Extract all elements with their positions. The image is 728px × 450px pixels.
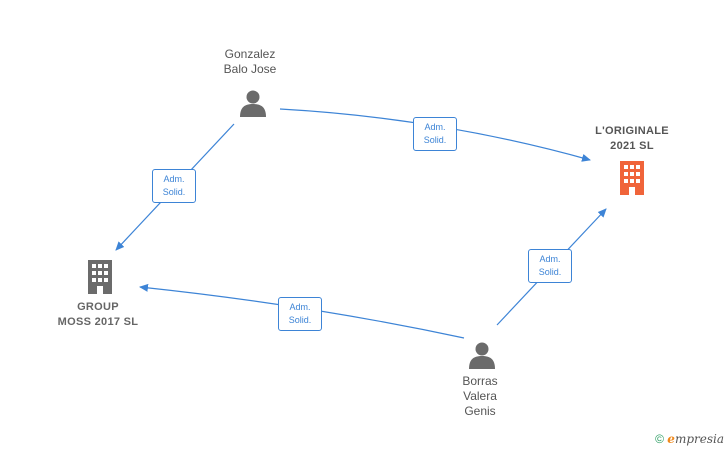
person-icon[interactable] — [238, 88, 268, 118]
brand-logo-text: mpresia — [674, 432, 724, 446]
person-name-gonzalez[interactable]: Gonzalez Balo Jose — [223, 47, 277, 76]
building-icon[interactable] — [618, 161, 646, 195]
brand-watermark: © empresia — [655, 432, 724, 446]
company-name-originale[interactable]: L'ORIGINALE 2021 SL — [595, 125, 669, 152]
edge-label-borras-group: Adm. Solid. — [278, 297, 322, 331]
edge-label-gonzalez-originale: Adm. Solid. — [413, 117, 457, 151]
building-icon[interactable] — [86, 260, 114, 294]
company-name-group-moss[interactable]: GROUP MOSS 2017 SL — [57, 301, 139, 328]
person-name-borras[interactable]: Borras Valera Genis — [462, 374, 498, 418]
edge-label-borras-originale: Adm. Solid. — [528, 249, 572, 283]
edge-label-gonzalez-group: Adm. Solid. — [152, 169, 196, 203]
copyright-symbol: © — [655, 432, 664, 446]
person-icon[interactable] — [467, 340, 497, 370]
brand-logo-initial: e — [667, 432, 675, 446]
